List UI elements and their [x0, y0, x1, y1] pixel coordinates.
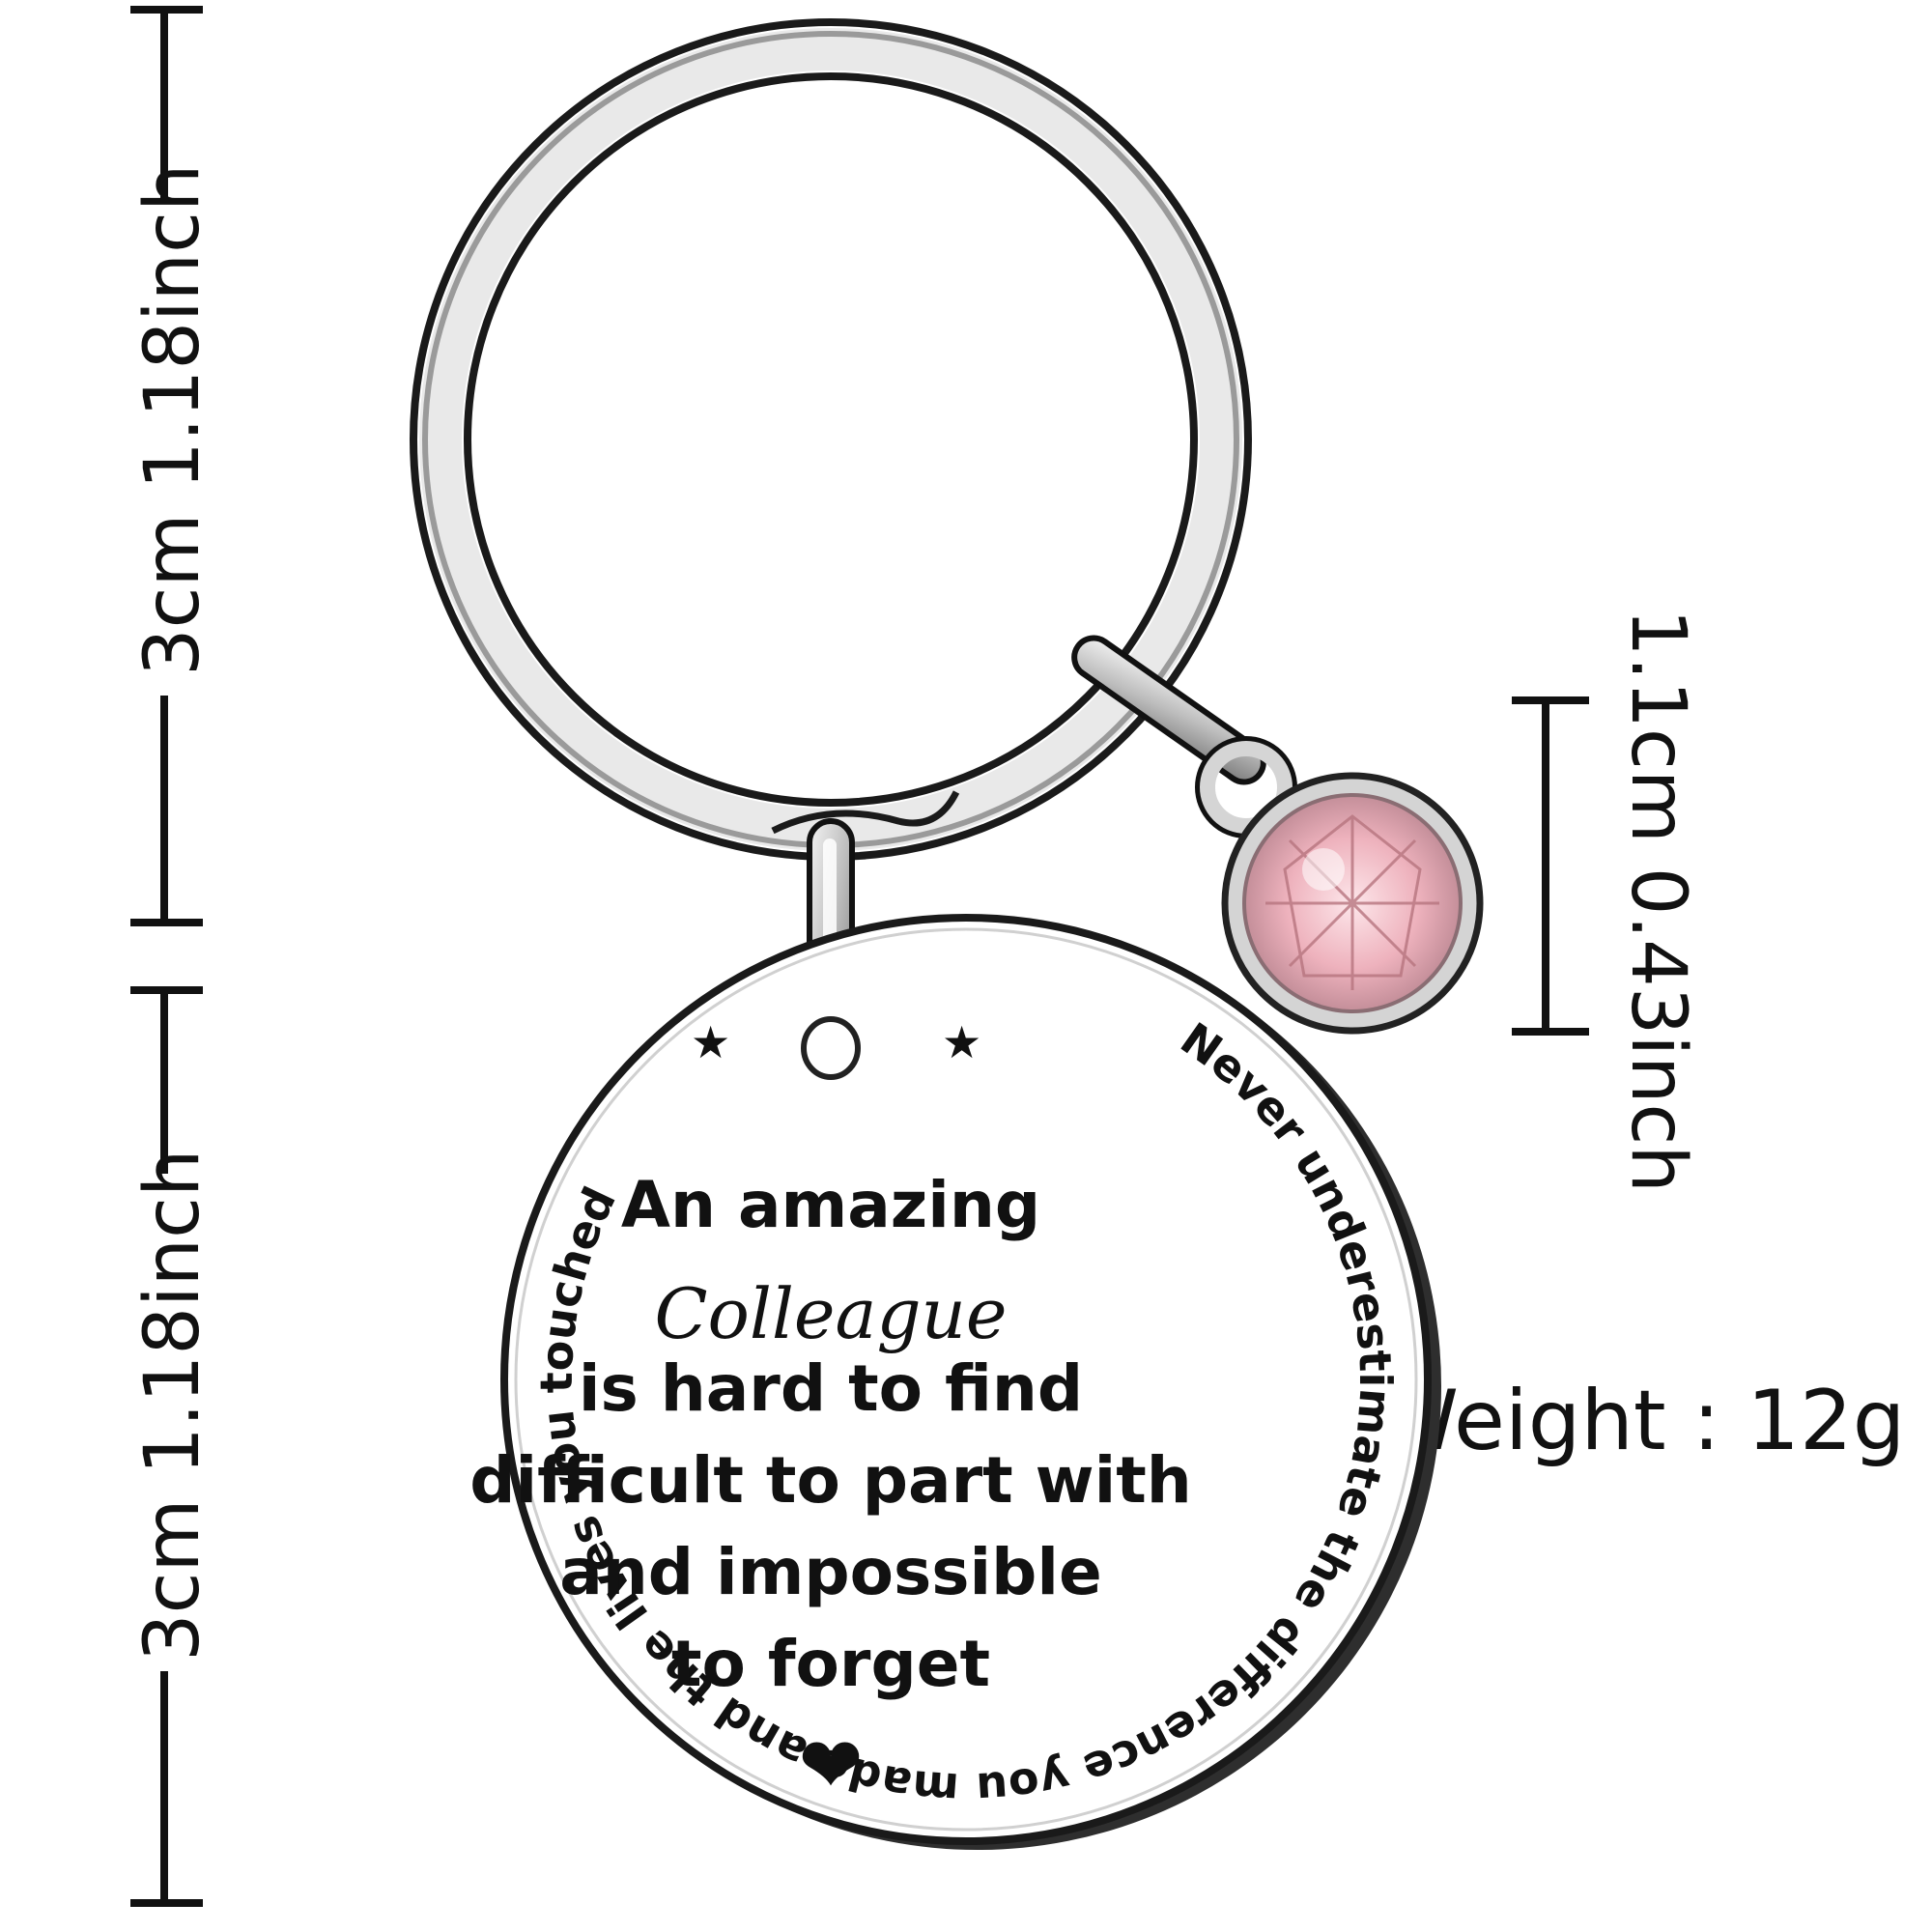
heart-icon: ❤	[798, 1720, 863, 1810]
key-ring	[410, 18, 1252, 861]
charm-dimension-bar	[1512, 696, 1589, 1036]
ring-size-label: 3cm 1.18inch	[129, 164, 216, 676]
tag-size-label: 3cm 1.18inch	[129, 1150, 216, 1662]
tag-script-word: Colleague	[654, 1273, 1007, 1354]
engraved-tag	[500, 914, 1441, 1850]
tag-line-1: An amazing	[621, 1168, 1040, 1242]
tag-dimension-bar	[130, 986, 203, 1907]
charm-connector	[1071, 635, 1297, 838]
tag-line-4: and impossible	[559, 1535, 1102, 1609]
tag-line-3: difficult to part with	[469, 1443, 1192, 1518]
weight-label: Weight : 12g	[1377, 1373, 1905, 1469]
star-right: ★	[942, 1016, 981, 1068]
star-left: ★	[691, 1016, 730, 1068]
tag-line-5: to forget	[671, 1627, 990, 1701]
pink-gem-charm	[1221, 772, 1484, 1035]
tag-line-2: is hard to find	[579, 1351, 1083, 1426]
ring-dimension-bar	[130, 6, 203, 926]
charm-size-label: 1.1cm 0.43inch	[1614, 609, 1701, 1193]
